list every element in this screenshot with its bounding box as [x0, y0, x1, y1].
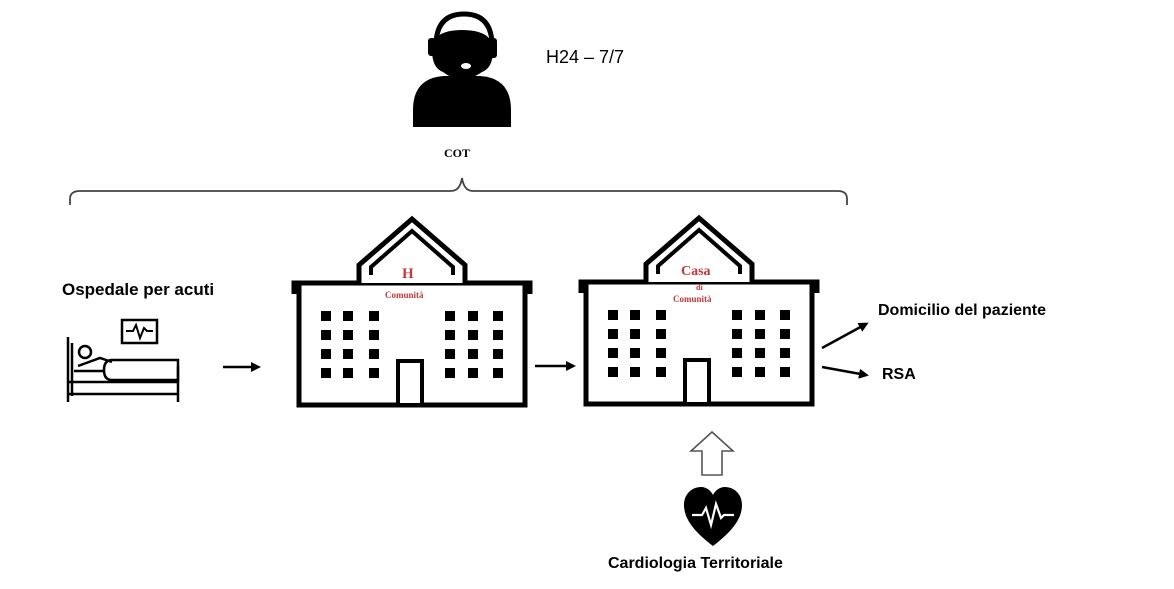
community-hospital-name: Comunità — [385, 290, 424, 300]
building-icon-community-house — [581, 218, 817, 404]
heart-pulse-icon — [684, 487, 742, 546]
outcome-home: Domicilio del paziente — [878, 302, 1047, 319]
arrow-to-rsa — [821, 365, 869, 379]
building-icon-community-hospital — [294, 219, 530, 405]
outcome-rsa: RSA — [882, 366, 916, 383]
headset-operator-icon — [413, 11, 511, 127]
cot-label: COT — [444, 146, 471, 160]
cardiology-label: Cardiologia Territoriale — [608, 555, 783, 572]
cot-brace — [69, 177, 848, 205]
hospital-label: Ospedale per acuti — [62, 280, 215, 299]
arrow-to-home — [821, 322, 869, 350]
hospital-bed-icon — [66, 337, 180, 402]
community-house-line2: di — [696, 283, 703, 292]
community-hospital-letter: H — [402, 266, 414, 282]
cot-schedule: H24 – 7/7 — [546, 47, 625, 67]
monitor-icon — [120, 318, 159, 345]
community-house-line3: Comunità — [673, 294, 712, 304]
community-house-line1: Casa — [681, 264, 711, 279]
hollow-up-arrow — [688, 430, 736, 476]
